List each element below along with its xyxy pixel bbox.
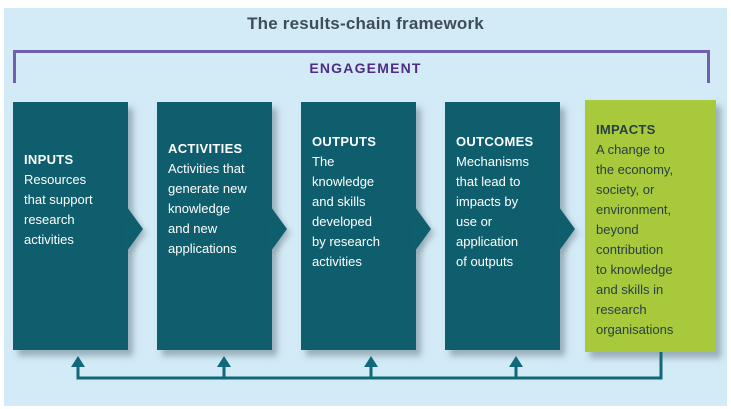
stage-description-impacts: A change to the economy, society, or env…	[596, 142, 674, 337]
stage-description-outcomes: Mechanisms that lead to impacts by use o…	[456, 154, 529, 269]
chevron-right-icon	[127, 207, 143, 251]
stage-box-inputs: INPUTS Resources that support research a…	[13, 102, 143, 350]
chevron-right-icon	[271, 207, 287, 251]
diagram-title: The results-chain framework	[247, 14, 484, 33]
stage-box-outputs: OUTPUTS The knowledge and skills develop…	[301, 102, 431, 350]
stage-heading-inputs: INPUTS	[24, 152, 74, 167]
stage-heading-outputs: OUTPUTS	[312, 134, 377, 149]
stage-box-impacts: IMPACTS A change to the economy, society…	[585, 100, 716, 352]
stage-heading-impacts: IMPACTS	[596, 122, 656, 137]
engagement-bracket	[13, 50, 710, 83]
stage-box-outcomes: OUTCOMES Mechanisms that lead to impacts…	[445, 102, 575, 350]
stage-box-activities: ACTIVITIES Activities that generate new …	[157, 102, 287, 350]
stage-heading-activities: ACTIVITIES	[168, 141, 243, 156]
stage-heading-outcomes: OUTCOMES	[456, 134, 534, 149]
engagement-label: ENGAGEMENT	[309, 60, 422, 76]
stage-description-inputs: Resources that support research activiti…	[24, 172, 93, 247]
stage-description-outputs: The knowledge and skills developed by re…	[312, 154, 380, 269]
chevron-right-icon	[559, 207, 575, 251]
chevron-right-icon	[415, 207, 431, 251]
stage-description-activities: Activities that generate new knowledge a…	[168, 161, 247, 256]
